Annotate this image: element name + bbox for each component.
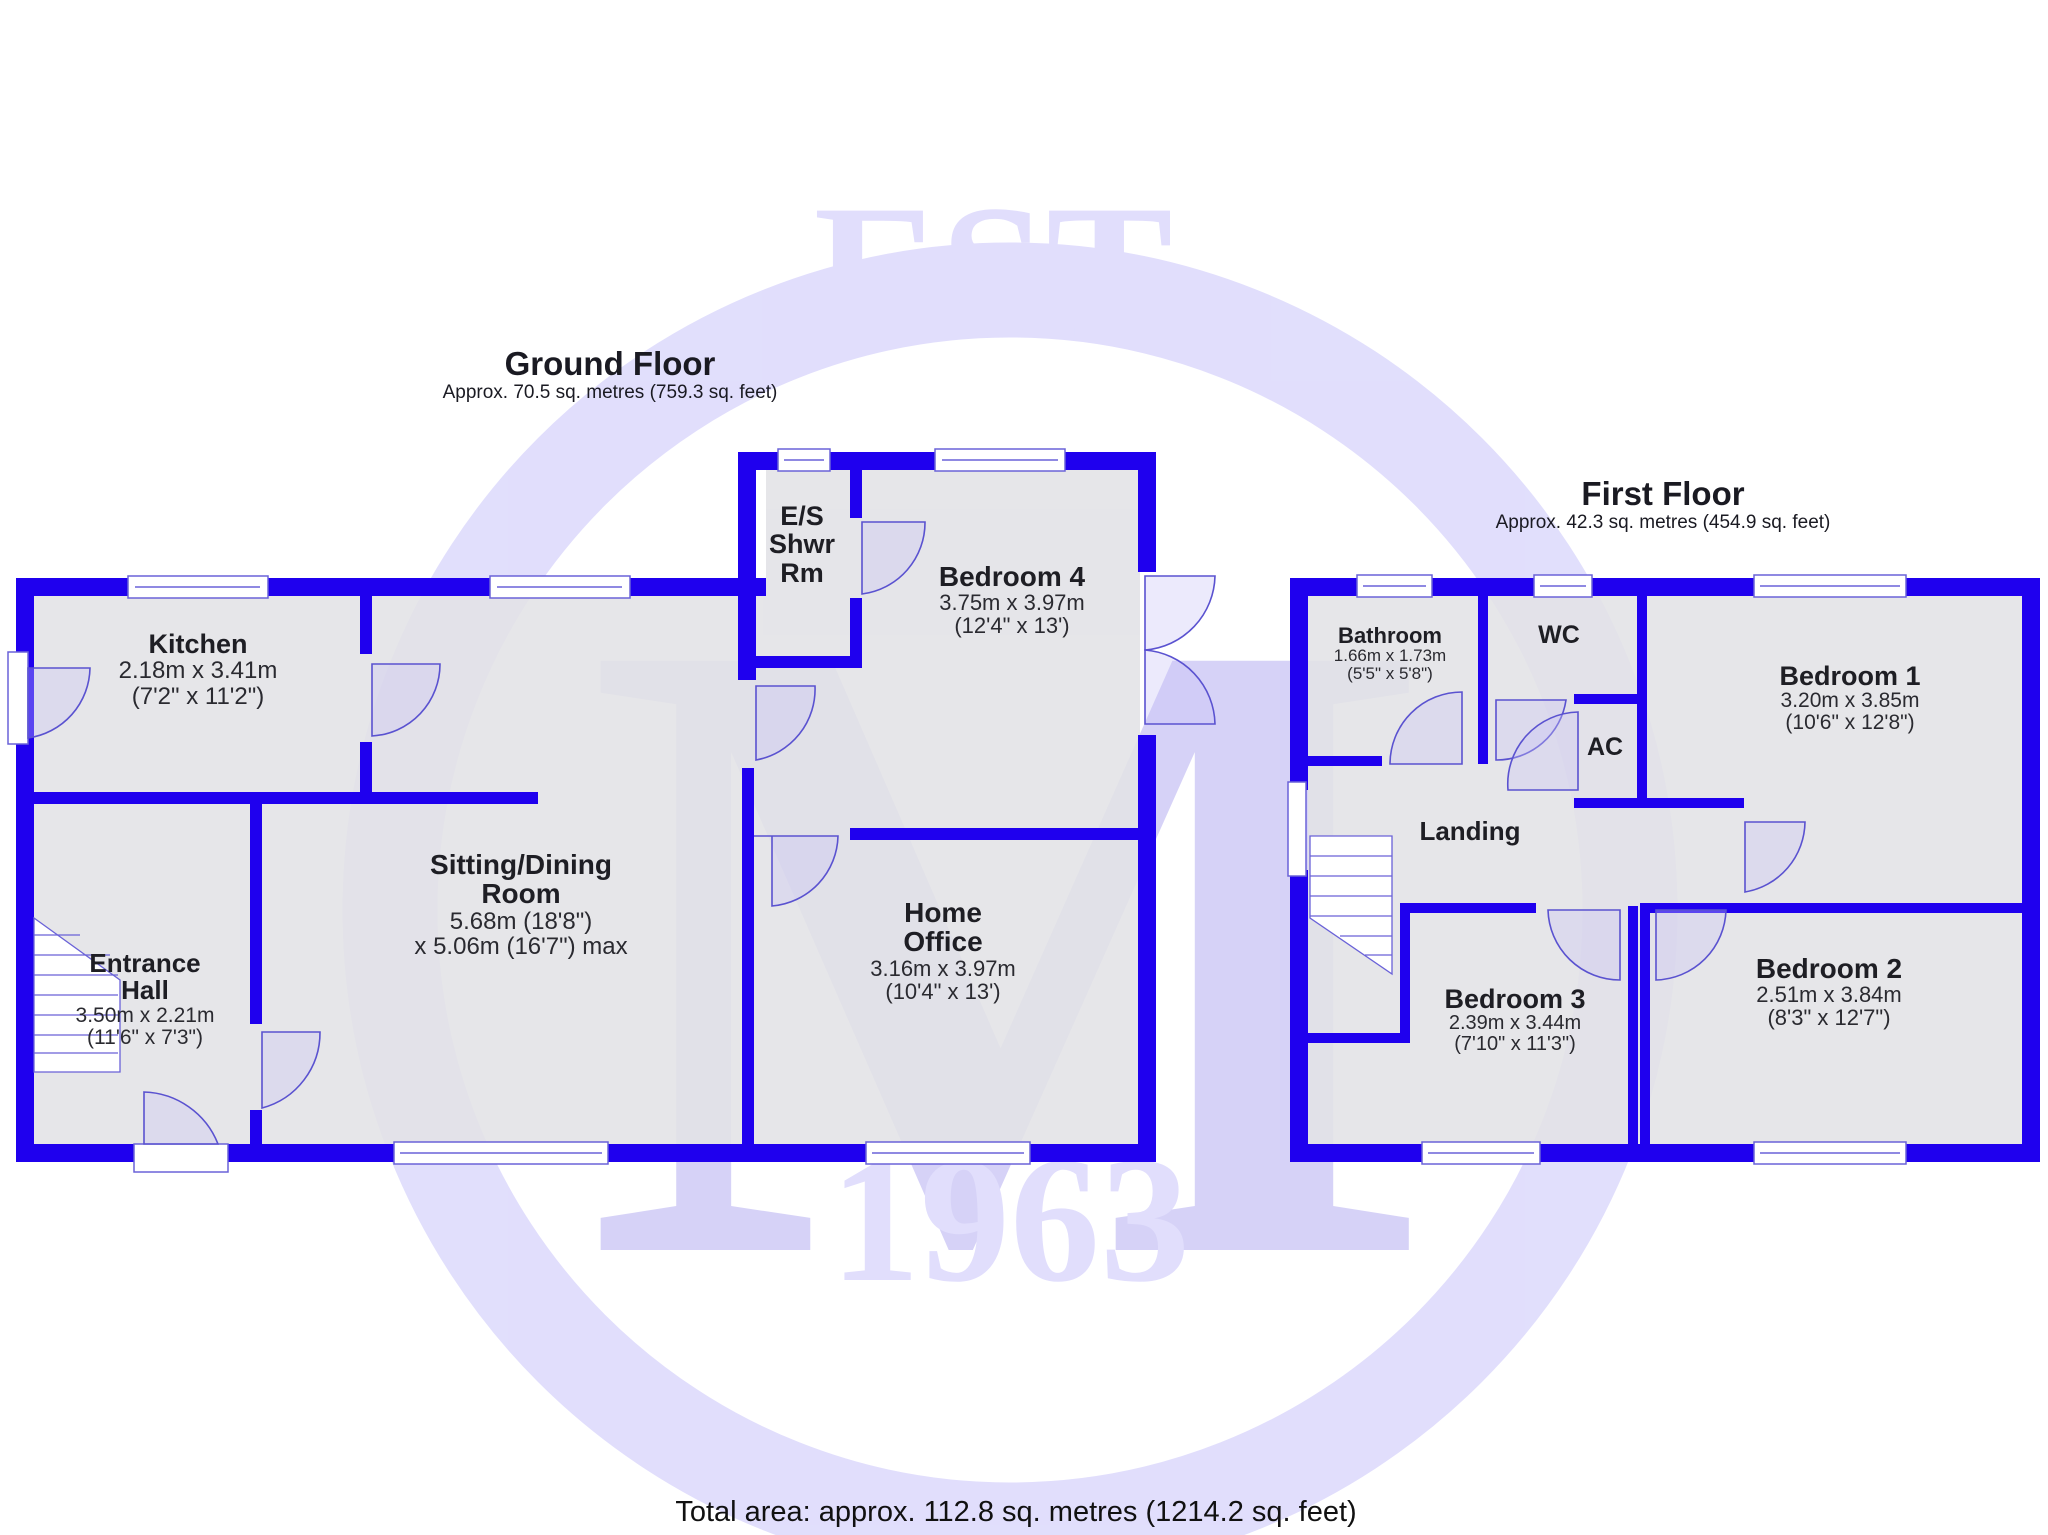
room-name-line2: Hall bbox=[121, 975, 169, 1006]
front-door bbox=[143, 1091, 220, 1145]
home-office-door bbox=[754, 835, 839, 907]
room-dimensions-imperial: (7'2" x 11'2") bbox=[131, 682, 265, 710]
room-dimensions-imperial: (7'10" x 11'3") bbox=[1454, 1033, 1576, 1056]
ground-floor-doors bbox=[27, 521, 1216, 1145]
ground-floor-area: Approx. 70.5 sq. metres (759.3 sq. feet) bbox=[442, 382, 778, 404]
ac-door bbox=[1506, 711, 1579, 791]
first-floor-title: First Floor bbox=[1581, 475, 1745, 512]
room-name: Bedroom 4 bbox=[938, 561, 1086, 592]
room-dimensions-metric: 3.75m x 3.97m bbox=[939, 590, 1085, 616]
hall-sitting-door bbox=[261, 1031, 321, 1110]
room-name-line2: Room bbox=[481, 878, 561, 910]
ground-floor-plan bbox=[7, 448, 1216, 1173]
bedroom4-floor-top bbox=[766, 470, 1140, 600]
room-name: Bathroom bbox=[1338, 623, 1442, 648]
ground-floor-stairs bbox=[33, 916, 121, 1073]
bedroom1-door bbox=[1744, 821, 1806, 893]
first-floor-plan bbox=[1287, 574, 2040, 1165]
room-label-bedroom-2: Bedroom 2 2.51m x 3.84m (8'3" x 12'7") bbox=[1756, 954, 1902, 1030]
room-name: WC bbox=[1538, 621, 1580, 649]
ground-floor-title: Ground Floor bbox=[504, 345, 716, 382]
room-dimensions-imperial: (10'6" x 12'8") bbox=[1785, 711, 1915, 735]
room-name-line3: Rm bbox=[780, 557, 824, 588]
kitchen-sitting-door bbox=[371, 663, 441, 737]
room-dimensions-imperial: x 5.06m (16'7") max bbox=[414, 932, 628, 960]
room-name: Bedroom 1 bbox=[1779, 661, 1921, 691]
bedroom3-door bbox=[1547, 909, 1621, 981]
ground-floor-fills bbox=[34, 470, 1140, 1144]
french-door-right bbox=[1144, 649, 1216, 725]
first-floor-doors bbox=[1389, 691, 1806, 981]
bedroom4-inner-door bbox=[755, 685, 816, 761]
room-dimensions-metric: 1.66m x 1.73m bbox=[1333, 646, 1447, 666]
first-floor-area: Approx. 42.3 sq. metres (454.9 sq. feet) bbox=[1495, 512, 1831, 534]
first-floor-heading: First Floor Approx. 42.3 sq. metres (454… bbox=[1495, 475, 1831, 534]
room-label-sitting-dining: Sitting/Dining Room 5.68m (18'8") x 5.06… bbox=[414, 849, 628, 960]
room-label-home-office: Home Office 3.16m x 3.97m (10'4" x 13') bbox=[870, 898, 1016, 1003]
shower-room-door bbox=[861, 521, 926, 595]
room-name: Bedroom 3 bbox=[1444, 984, 1586, 1014]
room-dimensions-imperial: (10'4" x 13') bbox=[885, 978, 1001, 1004]
room-label-bathroom: Bathroom 1.66m x 1.73m (5'5" x 5'8") bbox=[1334, 624, 1446, 683]
room-name: AC bbox=[1586, 733, 1624, 761]
room-dimensions-metric: 3.50m x 2.21m bbox=[75, 1003, 215, 1027]
room-name-line2: Office bbox=[903, 926, 983, 958]
ground-floor-heading: Ground Floor Approx. 70.5 sq. metres (75… bbox=[442, 345, 778, 404]
room-label-wc: WC bbox=[1538, 621, 1580, 649]
total-area-caption: Total area: approx. 112.8 sq. metres (12… bbox=[675, 1496, 1357, 1528]
room-dimensions-imperial: (11'6" x 7'3") bbox=[87, 1025, 203, 1049]
bathroom-door bbox=[1389, 691, 1463, 765]
room-dimensions-metric: 5.68m (18'8") bbox=[449, 907, 593, 935]
room-name: E/S bbox=[780, 501, 824, 531]
room-dimensions-imperial: (5'5" x 5'8") bbox=[1347, 663, 1433, 683]
ground-main-floor bbox=[34, 596, 1140, 1144]
room-label-bedroom-1: Bedroom 1 3.20m x 3.85m (10'6" x 12'8") bbox=[1779, 662, 1920, 734]
room-label-kitchen: Kitchen 2.18m x 3.41m (7'2" x 11'2") bbox=[119, 630, 278, 709]
kitchen-external-door bbox=[27, 667, 91, 739]
room-name: Bedroom 2 bbox=[1755, 953, 1903, 984]
room-label-bedroom-4: Bedroom 4 3.75m x 3.97m (12'4" x 13') bbox=[939, 562, 1085, 638]
room-label-landing: Landing bbox=[1419, 816, 1521, 846]
room-label-entrance-hall: Entrance Hall 3.50m x 2.21m (11'6" x 7'3… bbox=[75, 948, 215, 1049]
room-dimensions-metric: 3.20m x 3.85m bbox=[1780, 689, 1920, 713]
watermark-est-text: EST. bbox=[814, 167, 1207, 377]
room-name: Home bbox=[904, 897, 982, 928]
room-name-line2: Shwr bbox=[768, 529, 836, 560]
first-floor-stairs bbox=[1309, 835, 1393, 976]
first-floor-windows bbox=[1287, 574, 1907, 1165]
room-dimensions-metric: 3.16m x 3.97m bbox=[870, 955, 1016, 981]
room-dimensions-imperial: (12'4" x 13') bbox=[954, 613, 1070, 639]
room-name: Landing bbox=[1419, 816, 1521, 846]
room-dimensions-metric: 2.39m x 3.44m bbox=[1448, 1012, 1582, 1035]
room-name: Entrance bbox=[89, 948, 201, 978]
room-name: Kitchen bbox=[148, 629, 248, 659]
bedroom2-door bbox=[1655, 909, 1727, 981]
french-door-left bbox=[1144, 575, 1216, 651]
first-floor-fill bbox=[1308, 596, 2022, 1144]
room-label-ensuite-shower: E/S Shwr Rm bbox=[769, 502, 835, 587]
room-label-airing-cupboard: AC bbox=[1586, 733, 1624, 761]
room-dimensions-metric: 2.51m x 3.84m bbox=[1756, 982, 1902, 1008]
room-dimensions-metric: 2.18m x 3.41m bbox=[118, 657, 278, 685]
room-dimensions-imperial: (8'3" x 12'7") bbox=[1767, 1005, 1891, 1031]
room-label-bedroom-3: Bedroom 3 2.39m x 3.44m (7'10" x 11'3") bbox=[1444, 985, 1585, 1055]
ground-floor-windows bbox=[7, 448, 1066, 1173]
room-name: Sitting/Dining bbox=[430, 849, 612, 880]
